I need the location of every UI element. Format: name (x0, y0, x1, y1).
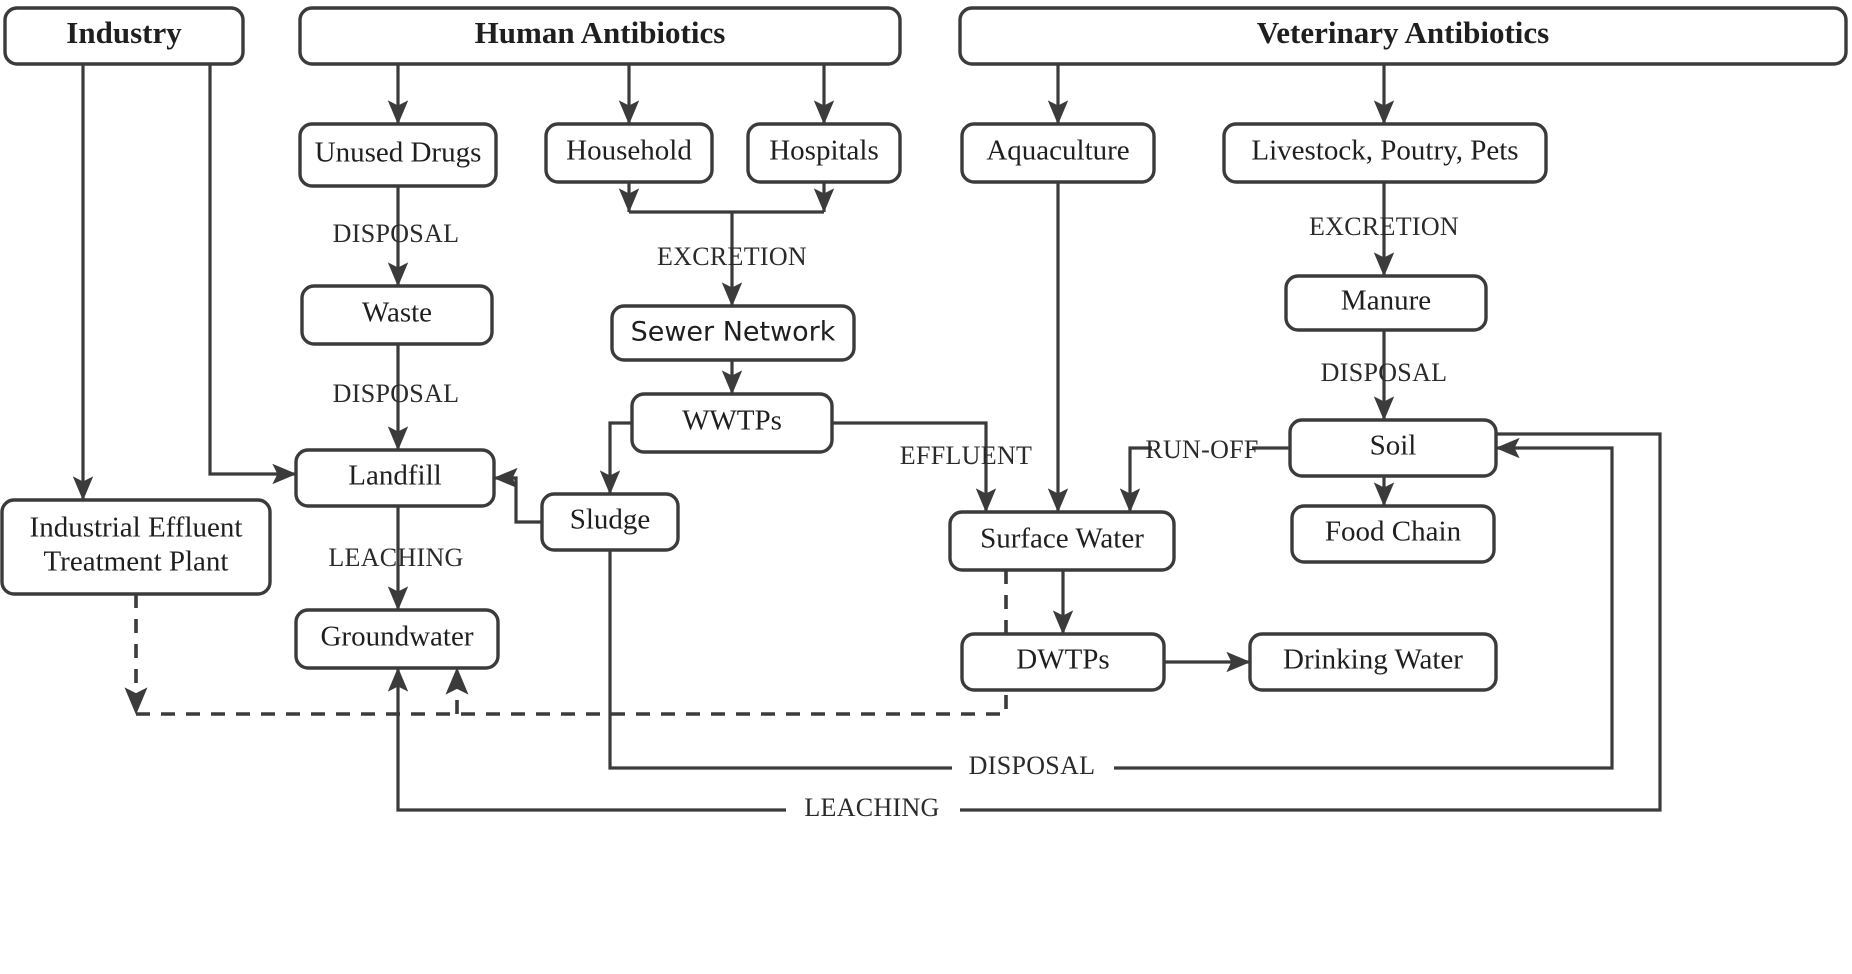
node-waste[interactable]: Waste (300, 284, 494, 346)
node-soil[interactable]: Soil (1288, 418, 1498, 478)
node-aquaculture[interactable]: Aquaculture (960, 122, 1156, 184)
node-human[interactable]: Human Antibiotics (298, 6, 902, 66)
node-label-livestock: Livestock, Poutry, Pets (1251, 135, 1518, 167)
node-label-food-chain: Food Chain (1325, 516, 1462, 548)
node-label-waste: Waste (362, 297, 432, 329)
node-label-soil: Soil (1370, 430, 1417, 462)
node-surface-water[interactable]: Surface Water (948, 510, 1176, 572)
edge-label-disposal-bottom: DISPOSAL (969, 751, 1096, 780)
node-label-drinking-water: Drinking Water (1283, 644, 1463, 676)
edge-label-layer: DISPOSAL DISPOSAL EXCRETION EXCRETION DISPOS… (328, 212, 1459, 822)
node-hospitals[interactable]: Hospitals (746, 122, 902, 184)
node-food-chain[interactable]: Food Chain (1290, 504, 1496, 564)
node-groundwater[interactable]: Groundwater (294, 608, 500, 670)
node-household[interactable]: Household (544, 122, 714, 184)
node-manure[interactable]: Manure (1284, 274, 1488, 332)
node-label-ietp-1: Treatment Plant (43, 546, 228, 578)
node-label-industry: Industry (66, 15, 182, 50)
node-label-household: Household (566, 135, 692, 167)
edge-label-leaching-bottom: LEACHING (804, 793, 939, 822)
edge-label-runoff: RUN-OFF (1145, 435, 1258, 464)
node-drinking-water[interactable]: Drinking Water (1248, 632, 1498, 692)
node-landfill[interactable]: Landfill (294, 448, 496, 508)
node-label-ietp-0: Industrial Effluent (30, 512, 243, 544)
edge-label-disposal-unused: DISPOSAL (333, 219, 460, 248)
node-label-human: Human Antibiotics (475, 15, 726, 50)
node-dwtps[interactable]: DWTPs (960, 632, 1166, 692)
soil-runoff-to-surface (1130, 446, 1290, 512)
ietp-dashed-horizontal (136, 548, 1008, 716)
node-label-wwtps: WWTPs (682, 405, 782, 437)
node-label-sewer-network: Sewer Network (631, 317, 836, 348)
edge-label-excretion-human: EXCRETION (657, 242, 807, 271)
soil-leaching-to-ground (398, 432, 1662, 812)
node-label-dwtps: DWTPs (1016, 644, 1109, 676)
edge-label-disposal-manure: DISPOSAL (1321, 358, 1448, 387)
node-wwtps[interactable]: WWTPs (630, 392, 834, 454)
node-veterinary[interactable]: Veterinary Antibiotics (958, 6, 1848, 66)
wwtps-to-sludge (599, 421, 632, 495)
edge-label-leaching-landfill: LEACHING (328, 543, 463, 572)
edge-label-disposal-waste: DISPOSAL (333, 379, 460, 408)
node-label-sludge: Sludge (570, 504, 651, 536)
edge-label-excretion-vet: EXCRETION (1309, 212, 1459, 241)
sludge-disposal-to-soil (608, 448, 1614, 770)
edge-label-effluent: EFFLUENT (900, 441, 1032, 470)
node-label-unused-drugs: Unused Drugs (315, 137, 482, 169)
node-label-manure: Manure (1341, 285, 1431, 317)
node-label-aquaculture: Aquaculture (986, 135, 1129, 167)
sludge-to-landfill (493, 467, 542, 524)
node-industry[interactable]: Industry (3, 6, 245, 66)
wwtps-to-surface-water (832, 421, 997, 513)
node-label-groundwater: Groundwater (320, 621, 473, 653)
node-label-veterinary: Veterinary Antibiotics (1257, 15, 1549, 50)
node-sewer-network[interactable]: Sewer Network (610, 304, 856, 362)
node-sludge[interactable]: Sludge (540, 492, 680, 552)
node-unused-drugs[interactable]: Unused Drugs (298, 122, 498, 188)
node-label-surface-water: Surface Water (980, 523, 1144, 555)
node-label-landfill: Landfill (348, 460, 441, 492)
node-layer: Industry Human Antibiotics Veterinary Anti… (0, 6, 1848, 692)
node-label-hospitals: Hospitals (769, 135, 879, 167)
node-livestock[interactable]: Livestock, Poutry, Pets (1222, 122, 1548, 184)
industry-to-landfill (208, 64, 297, 485)
edge-layer (72, 64, 1662, 812)
